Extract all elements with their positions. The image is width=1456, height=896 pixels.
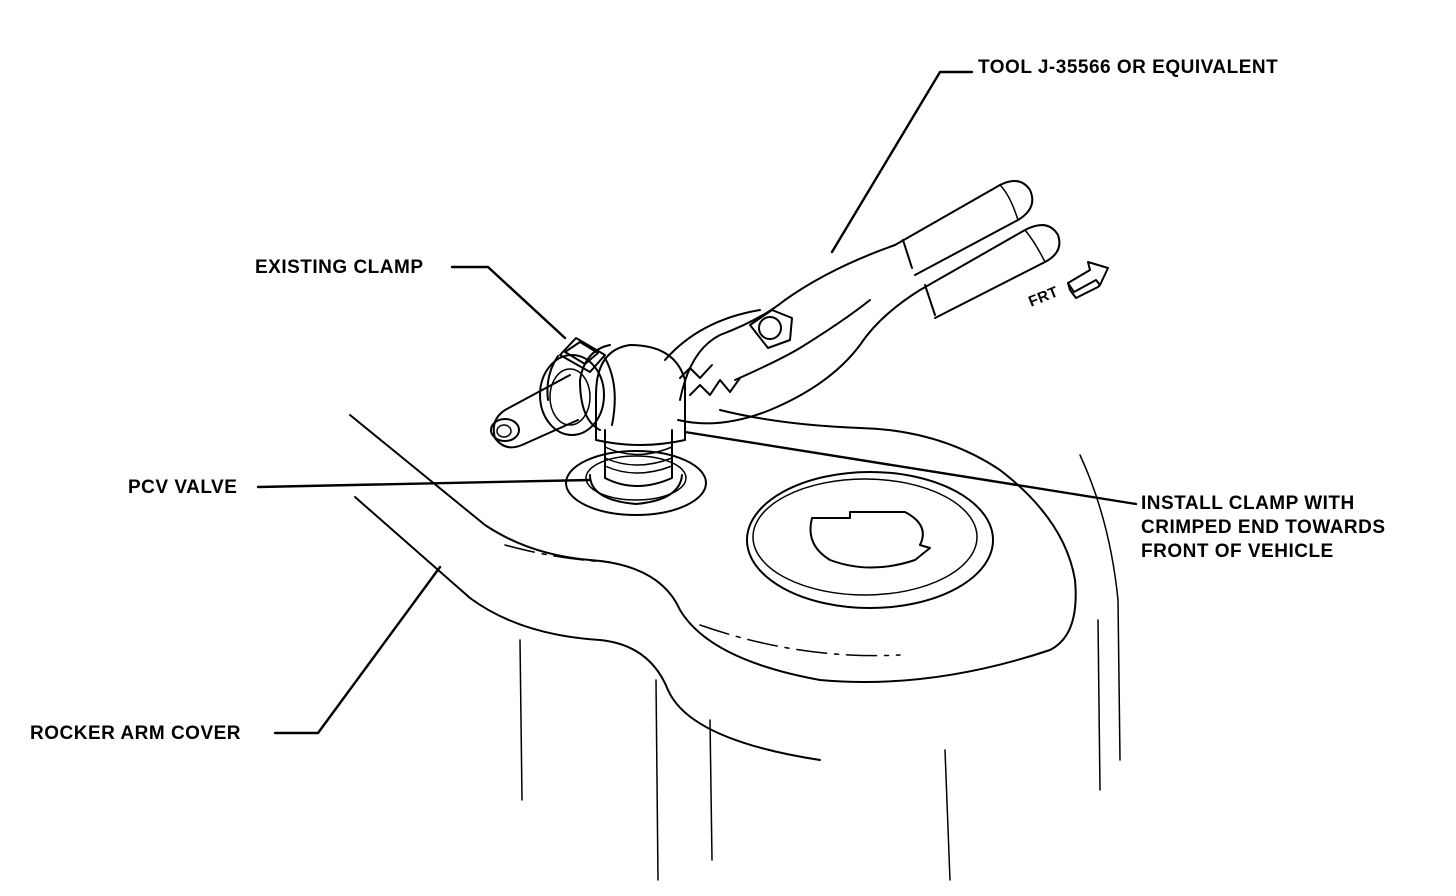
leader-tool xyxy=(830,70,974,254)
install-line-2: CRIMPED END TOWARDS xyxy=(1141,517,1386,538)
leader-existing-clamp xyxy=(450,265,567,340)
rocker-arm-cover-drawing xyxy=(349,409,1121,881)
existing-clamp-label: EXISTING CLAMP xyxy=(255,257,424,278)
leader-rocker-arm-cover xyxy=(273,565,442,735)
pcv-valve-label: PCV VALVE xyxy=(128,477,238,498)
hose-elbow xyxy=(490,344,686,449)
existing-clamp-drawing xyxy=(546,337,616,426)
leader-install-clamp xyxy=(683,430,1138,506)
leader-pcv-valve xyxy=(256,478,592,489)
oil-filler-cap xyxy=(746,471,994,609)
front-direction-arrow-icon xyxy=(1067,261,1109,299)
leader-lines xyxy=(256,70,1138,735)
install-clamp-instruction: INSTALL CLAMP WITH CRIMPED END TOWARDS F… xyxy=(1141,492,1386,564)
pcv-valve-body xyxy=(604,429,673,487)
install-line-3: FRONT OF VEHICLE xyxy=(1141,541,1334,562)
grommet xyxy=(565,450,707,516)
rocker-arm-cover-label: ROCKER ARM COVER xyxy=(30,723,242,744)
pliers-tool xyxy=(664,180,1061,425)
install-line-1: INSTALL CLAMP WITH xyxy=(1141,493,1355,514)
tool-label: TOOL J-35566 OR EQUIVALENT xyxy=(978,57,1279,78)
